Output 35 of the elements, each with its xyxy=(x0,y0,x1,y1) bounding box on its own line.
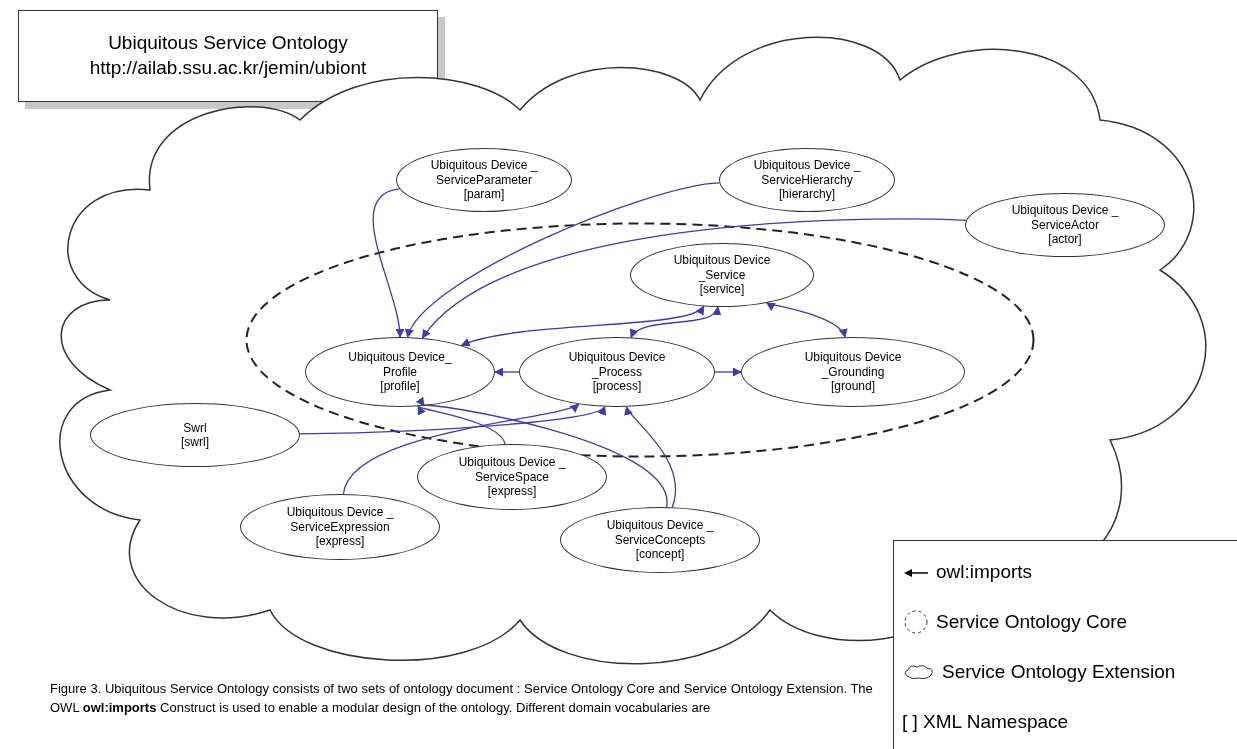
node-label: Ubiquitous Device _Grounding xyxy=(803,350,903,380)
node-label: Ubiquitous Device_ Profile xyxy=(347,350,453,380)
arrow xyxy=(421,218,967,339)
namespace-label: [express] xyxy=(315,534,365,549)
arrow xyxy=(372,188,404,338)
node-label: Ubiquitous Device _Process xyxy=(567,350,667,380)
namespace-label: [hierarchy] xyxy=(779,187,835,202)
namespace-label: [actor] xyxy=(1048,232,1082,247)
arrow xyxy=(406,182,720,338)
legend-label: [ ] XML Namespace xyxy=(902,711,1069,733)
arrow xyxy=(765,301,846,338)
node-label: Ubiquitous Device _ ServiceActor xyxy=(1010,203,1120,233)
title: Ubiquitous Service Ontology xyxy=(108,31,348,56)
legend-label: owl:imports xyxy=(936,561,1033,583)
namespace-label: [service] xyxy=(699,282,745,297)
legend-label: Service Ontology Extension xyxy=(942,661,1176,683)
arrow xyxy=(630,306,719,339)
arrow xyxy=(494,367,520,377)
arrow xyxy=(460,305,705,347)
arrow xyxy=(714,367,742,377)
namespace-label: [concept] xyxy=(635,547,685,562)
namespace-label: [param] xyxy=(463,187,505,202)
node-label: Ubiquitous Device _ ServiceHierarchy xyxy=(752,158,862,188)
node-label: Ubiquitous Device _ ServiceParameter xyxy=(429,158,539,188)
caption: Figure 3. Ubiquitous Service Ontology consists of two sets of ontology document : Service Ontology Core and Service Ontology Extension. The OWL owl:imports Construct is used to enable a modular design of the ontology. Different domain vocabularies are xyxy=(50,680,874,717)
namespace-label: [profile] xyxy=(380,379,420,394)
namespace-label: [swrl] xyxy=(181,435,209,450)
node-label: Ubiquitous Device _ ServiceConcepts xyxy=(605,518,715,548)
node-label: Ubiquitous Device _ ServiceExpression xyxy=(285,505,395,535)
url-label: http://ailab.ssu.ac.kr/jemin/ubiont xyxy=(89,56,367,80)
node-label: Swrl xyxy=(183,420,207,435)
namespace-label: [process] xyxy=(592,379,642,394)
namespace-label: [ground] xyxy=(830,379,875,394)
node-label: Ubiquitous Device _Service xyxy=(672,253,772,283)
legend-label: Service Ontology Core xyxy=(936,611,1128,633)
